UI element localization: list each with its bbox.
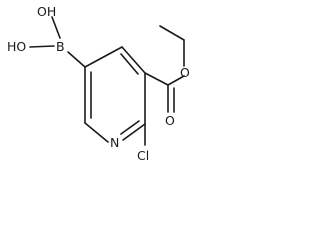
bond-ring-carbonyl-c [144,72,169,86]
bond-ring-c3-c4 [84,46,123,68]
bond-ring-c6-n-inner [120,120,140,135]
bond-b-oh-upper [51,16,61,39]
hydroxyl-upper-label: OH [37,4,56,19]
structure-diagram: OH HO B O O N Cl [7,4,190,163]
molecule-svg: OH HO B O O N Cl [7,4,190,163]
bond-c-b [67,51,86,68]
nitrogen-label: N [110,135,119,150]
hydroxyl-left-label: HO [7,39,26,54]
bond-ring-c4-c5-inner [120,53,139,75]
bond-ring-c6-n [122,123,146,141]
bond-ring-n-c2 [84,122,109,143]
bond-b-oh-left [29,45,55,48]
chlorine-label: Cl [137,148,149,163]
ester-oxygen-label: O [180,65,190,80]
bond-c-o-ester [167,75,185,86]
boron-label: B [56,39,65,54]
carbonyl-oxygen-label: O [165,113,175,128]
bond-ring-c4-c5 [121,46,146,74]
bond-methyl [159,25,185,41]
